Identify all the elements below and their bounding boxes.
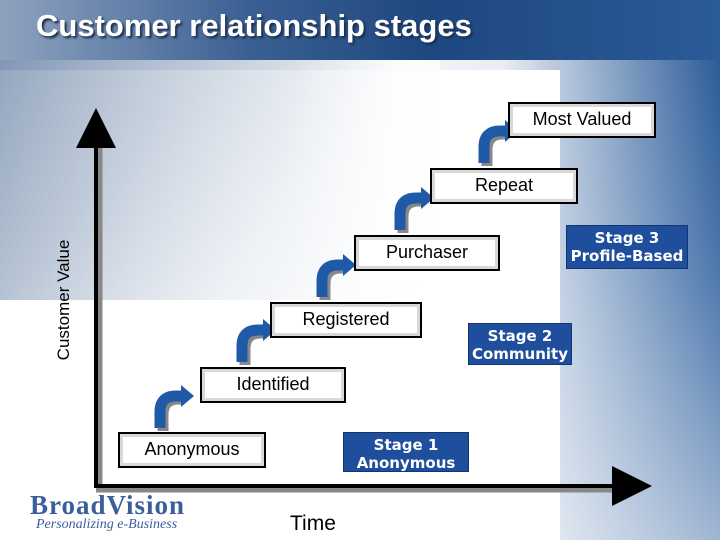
stage-1-subtitle: Anonymous bbox=[356, 454, 456, 472]
broadvision-logo: BroadVision Personalizing e-Business bbox=[30, 490, 185, 533]
slide-title: Customer relationship stages bbox=[36, 8, 472, 43]
logo-wordmark: BroadVision bbox=[30, 490, 186, 520]
step-most-valued: Most Valued bbox=[508, 102, 656, 138]
stage-3-title: Stage 3 bbox=[594, 229, 660, 247]
x-axis-label: Time bbox=[290, 512, 336, 535]
step-repeat: Repeat bbox=[430, 168, 578, 204]
stage-2-subtitle: Community bbox=[471, 345, 569, 363]
step-arrow-4 bbox=[394, 187, 434, 233]
step-arrow-3 bbox=[316, 254, 356, 300]
stage-1-title: Stage 1 bbox=[373, 436, 439, 454]
header-background bbox=[0, 0, 720, 70]
stage-3-box: Stage 3 Profile-Based bbox=[566, 225, 688, 269]
y-axis-label: Customer Value bbox=[54, 239, 73, 361]
step-registered: Registered bbox=[270, 302, 422, 338]
step-anonymous: Anonymous bbox=[118, 432, 266, 468]
step-identified: Identified bbox=[200, 367, 346, 403]
stage-1-box: Stage 1 Anonymous bbox=[343, 432, 469, 472]
step-arrow-2 bbox=[236, 319, 276, 365]
logo-tagline: Personalizing e-Business bbox=[36, 517, 178, 532]
stage-2-box: Stage 2 Community bbox=[468, 323, 572, 365]
bottom-background bbox=[0, 300, 560, 540]
stage-3-subtitle: Profile-Based bbox=[570, 247, 684, 265]
stage-2-title: Stage 2 bbox=[487, 327, 553, 345]
step-purchaser: Purchaser bbox=[354, 235, 500, 271]
step-arrow-1 bbox=[154, 385, 194, 431]
